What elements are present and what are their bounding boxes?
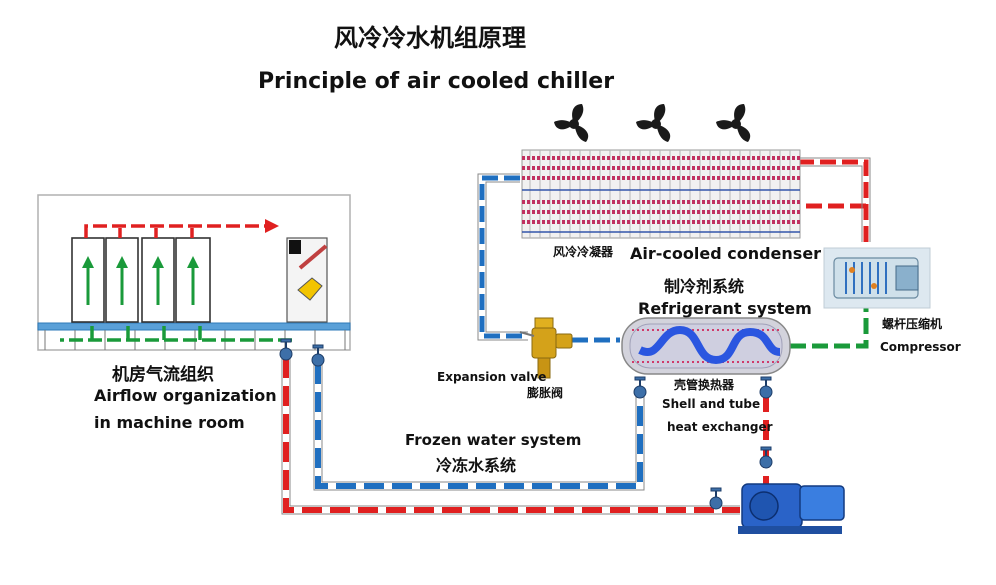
expansion-valve-zh: 膨胀阀	[526, 385, 563, 400]
condenser-zh: 风冷冷凝器	[553, 244, 614, 259]
expansion-valve-en: Expansion valve	[437, 370, 546, 384]
heat-exchanger-en-1: Shell and tube	[662, 397, 760, 411]
air-cooled-condenser	[521, 149, 801, 239]
compressor-en: Compressor	[880, 340, 961, 354]
machine-room	[37, 194, 351, 351]
frozen-water-zh: 冷冻水系统	[436, 456, 516, 475]
water-pump	[738, 483, 845, 534]
condenser-en: Air-cooled condenser	[630, 244, 821, 263]
machine-room-en-2: in machine room	[94, 413, 245, 432]
heat-exchanger-en-2: heat exchanger	[667, 420, 773, 434]
machine-room-zh: 机房气流组织	[112, 364, 214, 385]
expansion-valve	[519, 317, 573, 379]
compressor-zh: 螺杆压缩机	[882, 316, 942, 331]
chilled-water-pipes	[283, 358, 769, 513]
title-en: Principle of air cooled chiller	[258, 69, 614, 94]
frozen-water-en: Frozen water system	[405, 431, 581, 449]
refrigerant-en: Refrigerant system	[638, 299, 812, 318]
valve-icon	[279, 338, 773, 510]
machine-room-en-1: Airflow organization	[94, 386, 277, 405]
screw-compressor	[823, 247, 931, 309]
refrigerant-zh: 制冷剂系统	[664, 277, 744, 296]
refrigerant-pipes	[479, 159, 869, 349]
heat-exchanger-zh: 壳管换热器	[673, 377, 735, 392]
fan-icon	[554, 104, 751, 142]
shell-tube-heat-exchanger	[621, 317, 791, 375]
title-zh: 风冷冷水机组原理	[334, 24, 526, 52]
